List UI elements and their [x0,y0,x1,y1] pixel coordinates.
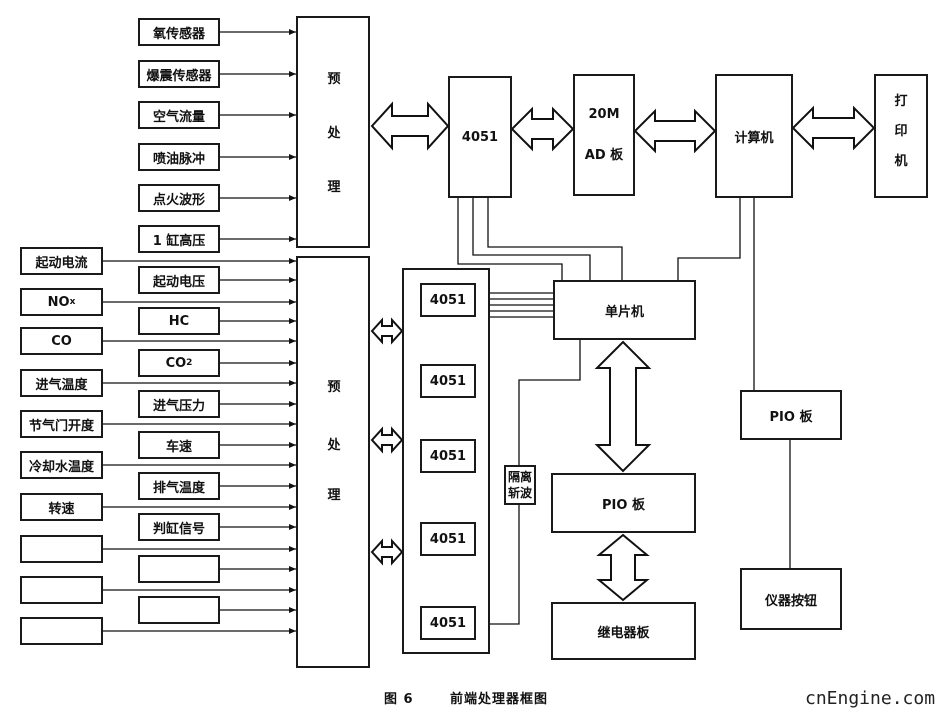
bus-arrow-pre-mux [370,317,404,345]
ad-board-line1: 20M [588,107,620,122]
ad-board-line2: AD 板 [584,148,624,163]
bus-arrow-pre-4051 [370,101,450,151]
printer: 打印机 [874,74,928,198]
figure-caption-label: 图 6 [384,692,414,707]
sensor-box: 车速 [138,431,220,459]
mux-mcu-wire-2 [472,198,591,280]
ad-board: 20M AD 板 [573,74,635,196]
mux-4051: 4051 [420,606,476,640]
sensor-box [20,617,103,645]
computer-mcu-wire [677,198,741,280]
preprocess-label-char: 预 [327,72,341,87]
sensor-box: 氧传感器 [138,18,220,46]
preprocess-block-bottom: 预处理 [296,256,370,668]
sensor-box: 转速 [20,493,103,521]
sensor-box: 起动电流 [20,247,103,275]
sensor-box: 排气温度 [138,472,220,500]
printer-label-char: 印 [894,124,908,139]
figure-caption-title: 前端处理器框图 [450,692,549,707]
sensor-box [20,576,103,604]
mux-4051: 4051 [420,364,476,398]
sensor-box: 节气门开度 [20,410,103,438]
sensor-box: CO [20,327,103,355]
isolation-mux-wire [478,505,520,625]
isolation-chopper: 隔离斩波 [504,465,536,505]
bus-arrow-pre-mux [370,426,404,454]
bus-arrow-pre-mux [370,538,404,566]
isolation-line2: 斩波 [507,486,532,500]
preprocess-label-char: 理 [327,180,341,195]
mux-4051: 4051 [420,439,476,473]
bus-arrow-pio-relay [596,533,650,602]
bus-arrow-mcu-pio [594,340,652,473]
pio-board-center: PIO 板 [551,473,696,533]
sensor-box: 冷却水温度 [20,451,103,479]
sensor-box [138,596,220,624]
mux-4051: 4051 [420,283,476,317]
sensor-box: 点火波形 [138,184,220,212]
sensor-box [20,535,103,563]
mux-4051: 4051 [420,522,476,556]
sensor-box: 进气压力 [138,390,220,418]
sensor-box: HC [138,307,220,335]
mux-4051-top: 4051 [448,76,512,198]
sensor-box: 喷油脉冲 [138,143,220,171]
mux-mcu-wire-1 [457,198,563,280]
bus-arrow-4051-ad [510,106,575,152]
pio-board-right: PIO 板 [740,390,842,440]
preprocess-label-char: 处 [327,126,341,141]
printer-label-char: 打 [894,94,908,109]
single-chip-mcu: 单片机 [553,280,696,340]
sensor-box: 起动电压 [138,266,220,294]
computer: 计算机 [715,74,793,198]
sensor-box: 判缸信号 [138,513,220,541]
instrument-buttons: 仪器按钮 [740,568,842,630]
relay-board: 继电器板 [551,602,696,660]
printer-label-char: 机 [894,154,908,169]
sensor-box: 进气温度 [20,369,103,397]
bus-arrow-computer-printer [791,105,876,151]
preprocess-block-top: 预处理 [296,16,370,248]
preprocess-label-char: 处 [327,438,341,453]
isolation-line1: 隔离 [507,470,532,484]
sensor-box: 空气流量 [138,101,220,129]
mux-mcu-wire-3 [487,198,623,280]
mcu-isolation-wire [518,340,581,465]
bus-arrow-ad-computer [633,108,717,154]
sensor-box: 爆震传感器 [138,60,220,88]
watermark: cnEngine.com [805,688,936,709]
sensor-box: 1 缸高压 [138,225,220,253]
sensor-box [138,555,220,583]
preprocess-label-char: 理 [327,488,341,503]
preprocess-label-char: 预 [327,380,341,395]
